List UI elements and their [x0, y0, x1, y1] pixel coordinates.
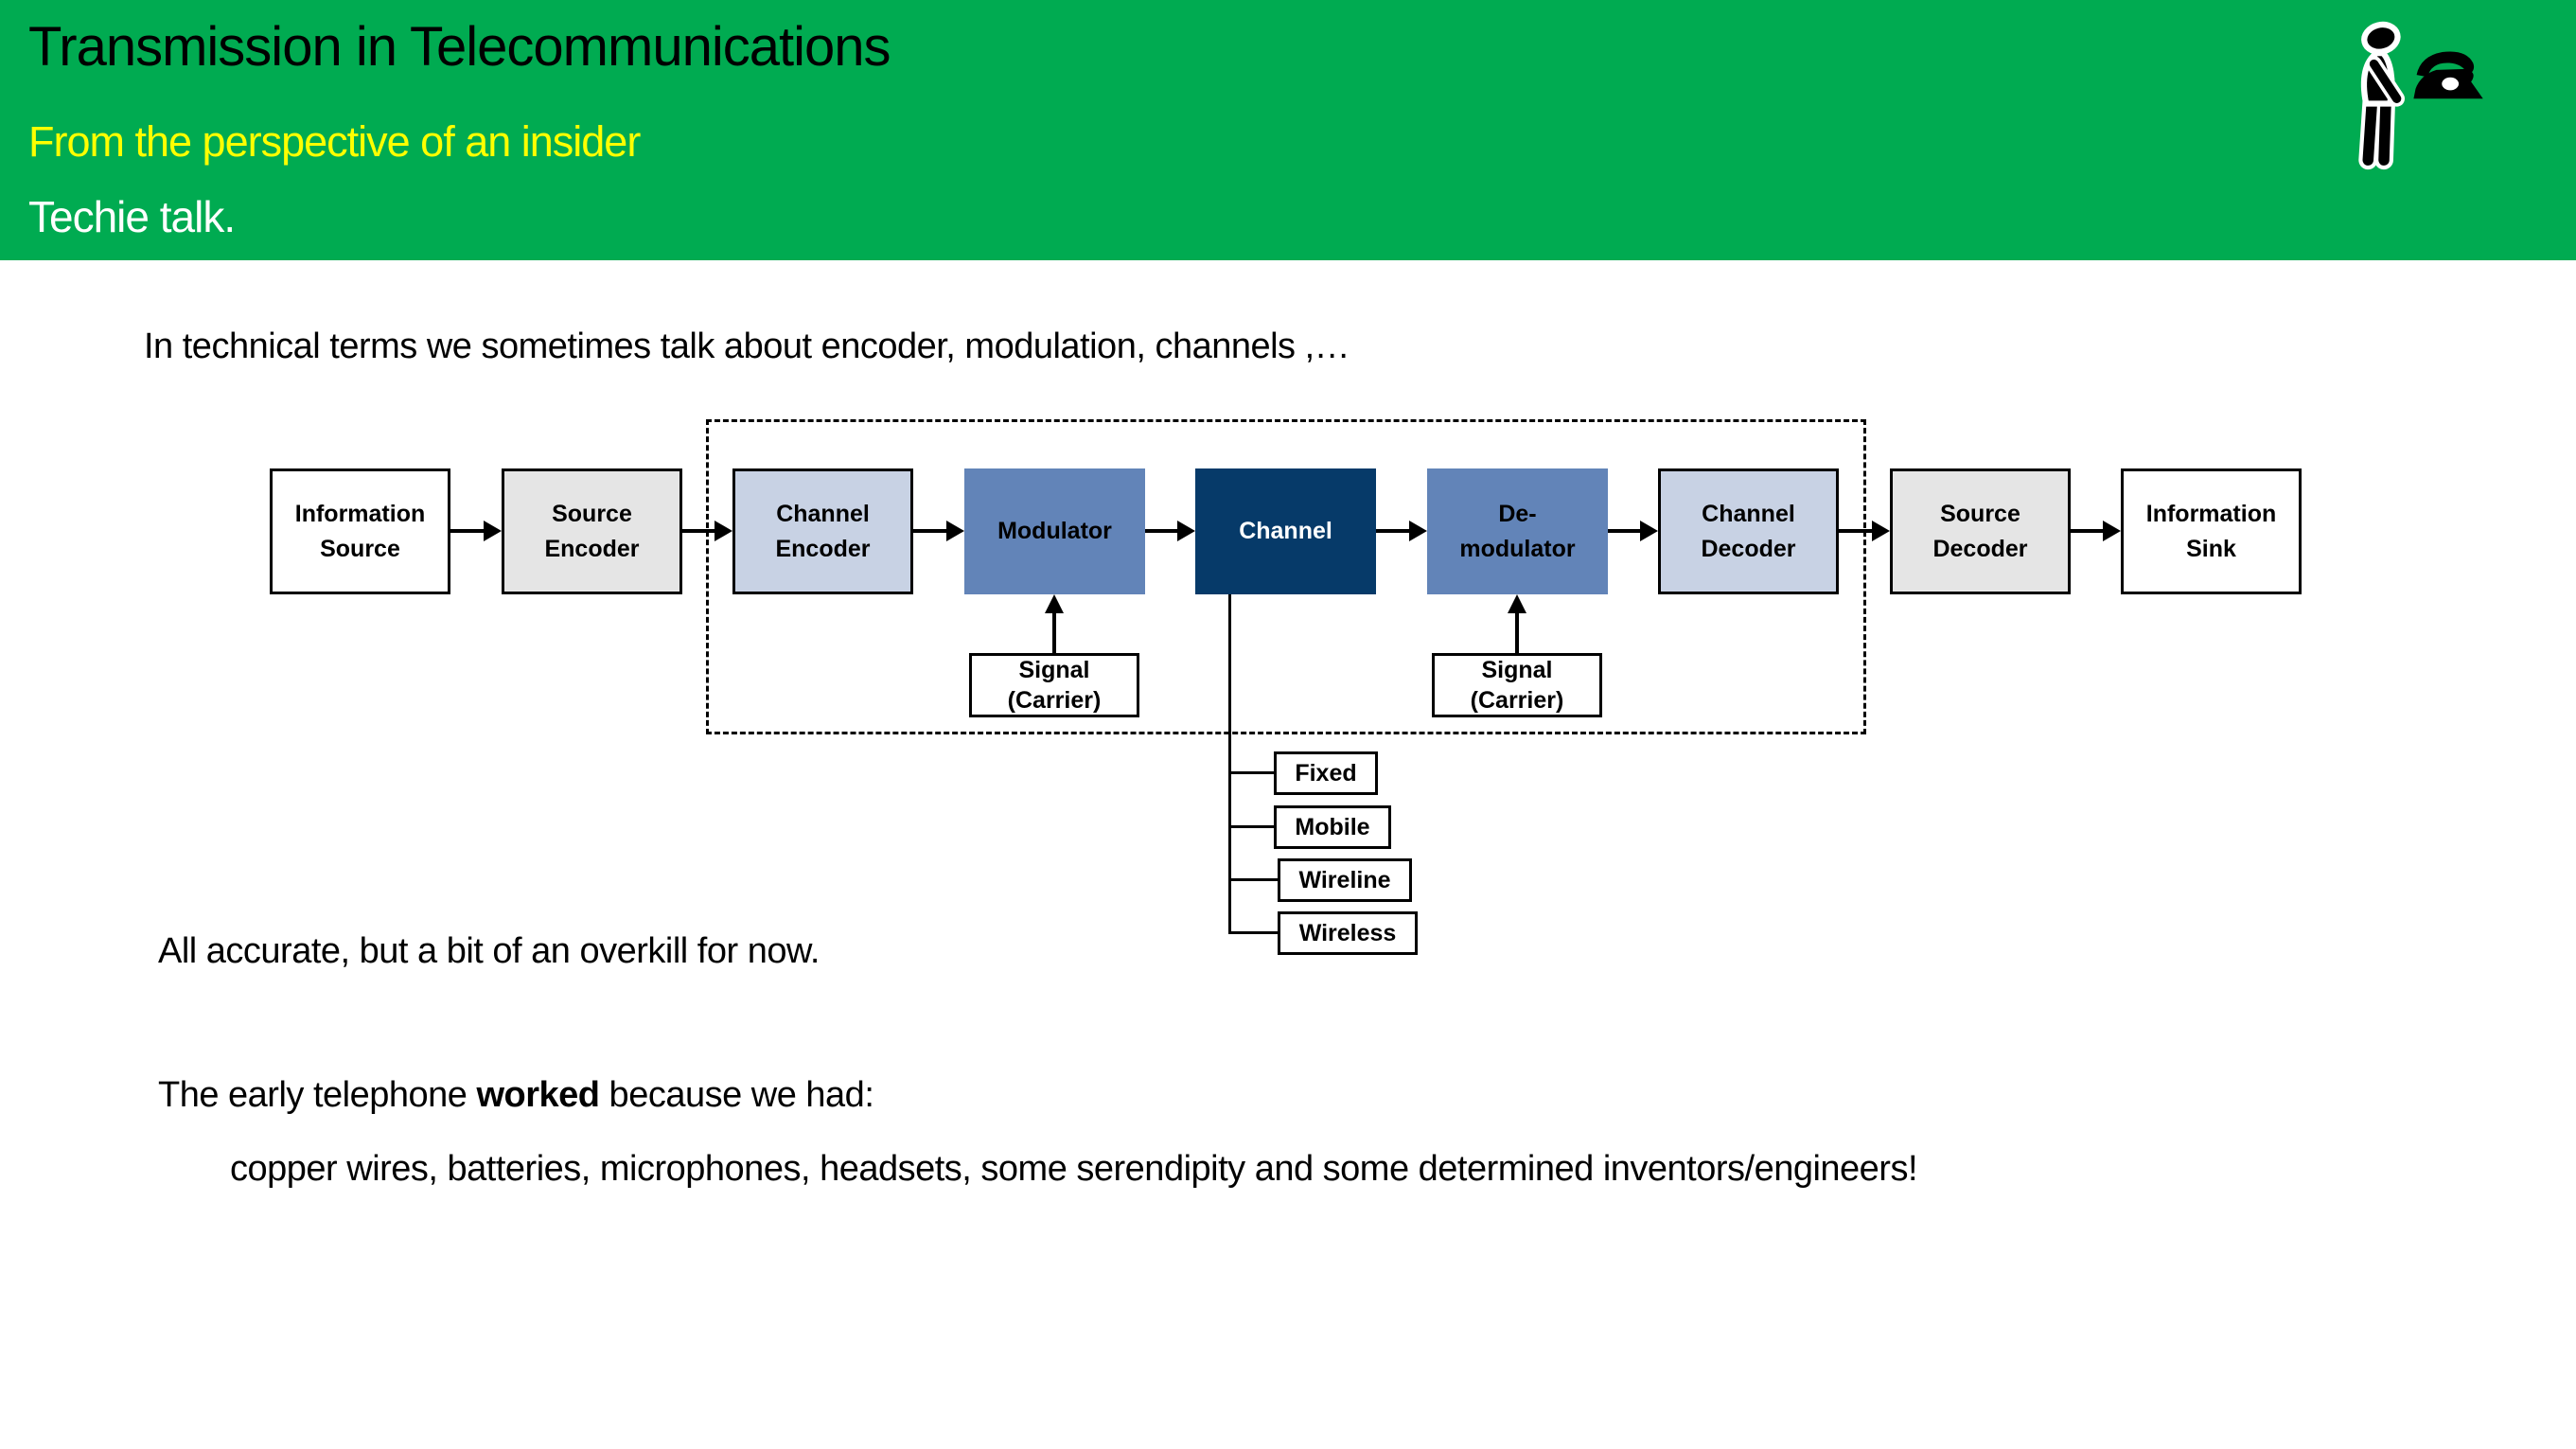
intro-text: In technical terms we sometimes talk abo…	[144, 327, 1350, 366]
dashed-inner-system-boundary	[706, 419, 1866, 734]
box-label: Modulator	[997, 518, 1112, 545]
channel-type-box-wireline: Wireline	[1278, 858, 1412, 902]
chain-box-channel-encoder: Channel Encoder	[732, 468, 913, 594]
flow-arrow-shaft	[1376, 529, 1411, 533]
box-label: Source Encoder	[544, 501, 640, 562]
carrier-arrow-head	[1045, 594, 1064, 613]
person-with-rotary-phone-icon	[2358, 21, 2483, 170]
flow-arrow-shaft	[1839, 529, 1874, 533]
signal-carrier-box-right: Signal (Carrier)	[1432, 653, 1602, 717]
box-label: Information Source	[294, 501, 426, 562]
ingredients-text: copper wires, batteries, microphones, he…	[230, 1149, 1918, 1189]
box-label: Information Sink	[2145, 501, 2277, 562]
channel-type-box-mobile: Mobile	[1274, 805, 1391, 849]
chain-box-channel-decoder: Channel Decoder	[1658, 468, 1839, 594]
box-label: Channel	[1239, 518, 1332, 545]
box-label: Signal (Carrier)	[1007, 657, 1102, 714]
telephone-text-post: because we had:	[599, 1075, 874, 1115]
box-label: Fixed	[1295, 759, 1357, 786]
signal-carrier-box-left: Signal (Carrier)	[969, 653, 1139, 717]
box-label: Channel Encoder	[775, 501, 871, 562]
chain-box-de-modulator: De- modulator	[1427, 468, 1608, 594]
flow-arrow-shaft	[1608, 529, 1642, 533]
header-banner: Transmission in Telecommunications From …	[0, 0, 2576, 260]
flow-arrow-shaft	[2071, 529, 2105, 533]
channel-tree-trunk-line	[1228, 594, 1231, 933]
chain-box-information-source: Information Source	[270, 468, 450, 594]
box-label: Wireline	[1298, 866, 1391, 893]
telephone-text-pre: The early telephone	[158, 1075, 477, 1115]
chain-box-channel: Channel	[1195, 468, 1376, 594]
channel-tree-branch-line	[1228, 931, 1278, 934]
box-label: Channel Decoder	[1701, 501, 1796, 562]
channel-tree-branch-line	[1228, 878, 1278, 881]
flow-arrow-head	[1177, 521, 1195, 541]
flow-arrow-shaft	[682, 529, 716, 533]
box-label: Mobile	[1295, 813, 1370, 840]
channel-type-box-wireless: Wireless	[1278, 911, 1418, 955]
slide-subtitle: From the perspective of an insider	[28, 117, 641, 166]
flow-arrow-head	[715, 521, 732, 541]
telephone-text-bold: worked	[476, 1075, 600, 1115]
flow-arrow-head	[484, 521, 502, 541]
slide-tagline: Techie talk.	[28, 192, 236, 241]
chain-box-information-sink: Information Sink	[2121, 468, 2302, 594]
channel-tree-branch-line	[1228, 825, 1274, 828]
chain-box-source-encoder: Source Encoder	[502, 468, 682, 594]
box-label: Wireless	[1298, 919, 1397, 946]
flow-arrow-head	[2103, 521, 2121, 541]
overkill-text: All accurate, but a bit of an overkill f…	[158, 931, 820, 971]
chain-box-modulator: Modulator	[964, 468, 1145, 594]
flow-arrow-shaft	[913, 529, 948, 533]
flow-arrow-shaft	[450, 529, 485, 533]
channel-type-box-fixed: Fixed	[1274, 751, 1378, 795]
flow-arrow-shaft	[1145, 529, 1179, 533]
flow-arrow-head	[1640, 521, 1658, 541]
carrier-arrow-head	[1508, 594, 1526, 613]
channel-tree-branch-line	[1228, 771, 1274, 774]
chain-box-source-decoder: Source Decoder	[1890, 468, 2071, 594]
telephone-text: The early telephone worked because we ha…	[158, 1075, 874, 1116]
box-label: Source Decoder	[1932, 501, 2028, 562]
flow-arrow-head	[1409, 521, 1427, 541]
carrier-arrow-shaft	[1515, 611, 1519, 653]
flow-arrow-head	[946, 521, 964, 541]
slide-title: Transmission in Telecommunications	[28, 16, 891, 78]
box-label: De- modulator	[1459, 501, 1576, 562]
box-label: Signal (Carrier)	[1470, 657, 1564, 714]
carrier-arrow-shaft	[1052, 611, 1056, 653]
flow-arrow-head	[1872, 521, 1890, 541]
